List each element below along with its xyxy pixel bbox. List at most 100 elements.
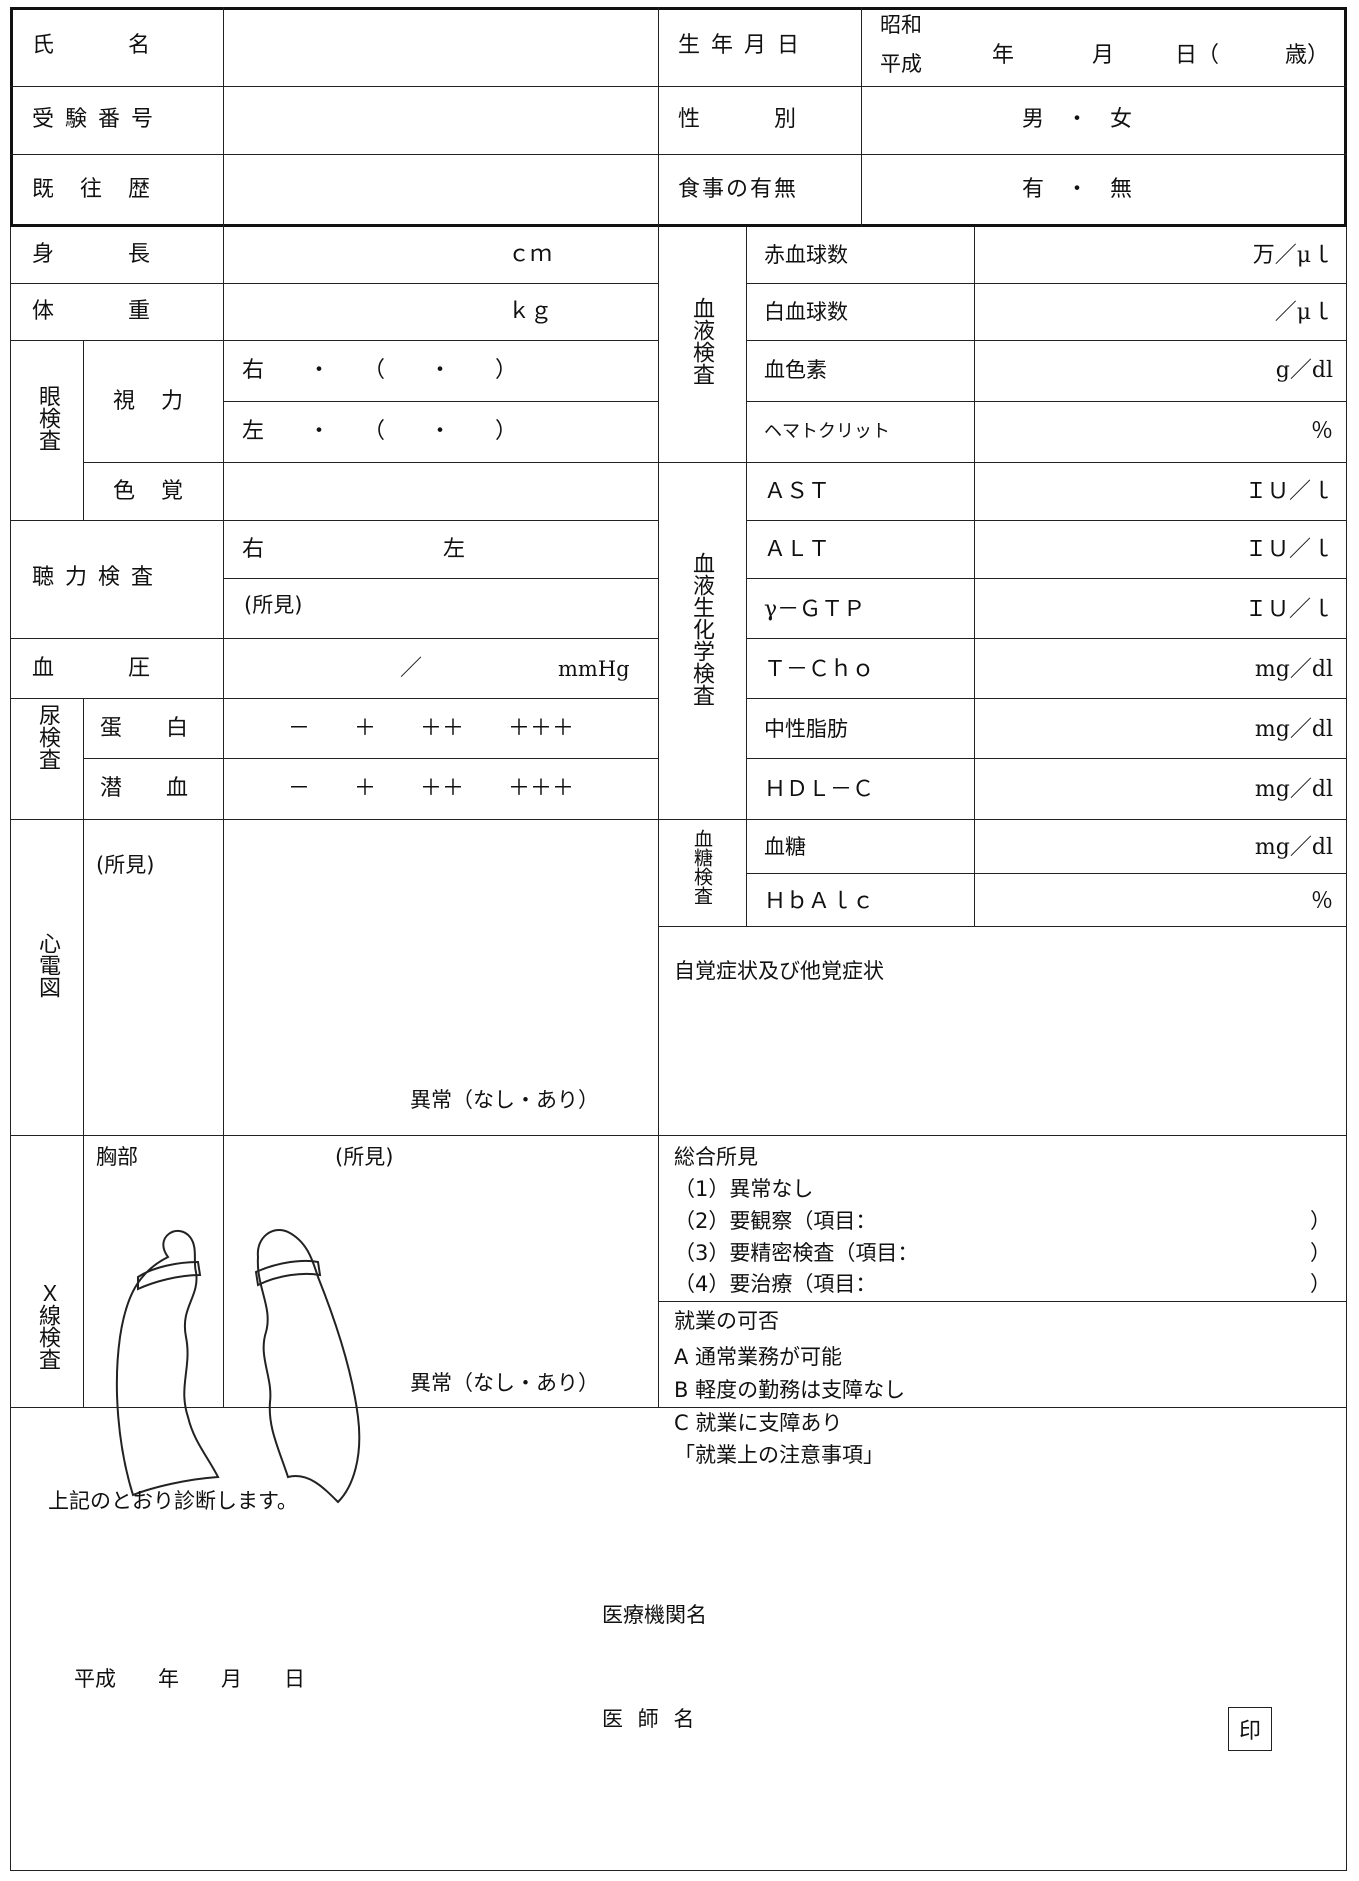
triglyceride-unit: mg／dl (1254, 717, 1333, 742)
protein-label: 蛋 白 (100, 716, 189, 741)
name-label: 氏 名 (32, 33, 153, 58)
hearing-finding: (所見) (244, 593, 303, 617)
color-vision-label: 色 覚 (113, 479, 186, 504)
diagnosis-date[interactable]: 平成 年 月 日 (74, 1667, 305, 1691)
height-label: 身 長 (32, 242, 153, 267)
xray-abnormal[interactable]: 異常（なし・あり） (410, 1371, 599, 1395)
blood-test-group-label: 血液検査 (689, 297, 714, 385)
history-field[interactable] (226, 156, 656, 222)
weight-label: 体 重 (32, 299, 153, 324)
row-line (658, 926, 1347, 927)
right-group-divider (746, 227, 747, 926)
right-unit-divider (974, 227, 975, 926)
overall-item-4[interactable]: （4）要治療（項目： (674, 1272, 877, 1296)
row-line (746, 758, 1347, 759)
overall-item-2[interactable]: （2）要観察（項目： (674, 1209, 877, 1233)
meal-options[interactable]: 有 ・ 無 (1022, 177, 1133, 202)
glucose-unit: mg／dl (1254, 835, 1333, 860)
row-line (83, 462, 658, 463)
dob-year: 年 (992, 43, 1015, 68)
hearing-right: 右 (242, 537, 265, 562)
right-border (1346, 227, 1347, 1871)
ecg-abnormal[interactable]: 異常（なし・あり） (410, 1088, 599, 1112)
vision-label: 視 力 (113, 389, 186, 414)
biochem-group-label: 血液生化学検査 (689, 552, 714, 706)
diagnosis-statement: 上記のとおり診断します。 (48, 1489, 298, 1513)
bp-label: 血 圧 (32, 656, 153, 681)
bp-slash: ／ (400, 656, 423, 681)
rbc-label: 赤血球数 (764, 243, 848, 267)
work-option-b[interactable]: B 軽度の勤務は支障なし (674, 1378, 906, 1402)
history-label: 既 往 歴 (32, 177, 153, 202)
row-line (10, 698, 658, 699)
row-line (658, 1301, 1347, 1302)
occult-blood-label: 潜 血 (100, 776, 189, 801)
top-border (10, 7, 1347, 10)
row-line (10, 819, 1347, 820)
institution-label: 医療機関名 (602, 1603, 707, 1627)
symptoms-field[interactable] (661, 993, 1345, 1133)
row-line (746, 340, 1347, 341)
hemoglobin-label: 血色素 (764, 358, 827, 382)
row-line (10, 1135, 1347, 1136)
center-divider (658, 7, 659, 1407)
hemoglobin-unit: g／dl (1275, 358, 1333, 383)
ast-label: ＡＳＴ (764, 479, 831, 504)
header-right-divider (861, 7, 862, 227)
glucose-label: 血糖 (764, 835, 806, 859)
vision-right[interactable]: 右 ・ （ ・ ） (242, 358, 518, 383)
label-col-divider (223, 7, 224, 1407)
sex-options[interactable]: 男 ・ 女 (1022, 107, 1133, 132)
hearing-label: 聴 力 検 査 (32, 565, 155, 590)
row-line (746, 283, 1347, 284)
height-unit: ｃｍ (508, 242, 553, 267)
sugar-group-label: 血糖検査 (691, 829, 713, 905)
seal-box[interactable]: 印 (1228, 1707, 1272, 1751)
row-line (10, 520, 658, 521)
vision-left[interactable]: 左 ・ （ ・ ） (242, 419, 518, 444)
row-line (746, 638, 1347, 639)
row-line (83, 758, 658, 759)
tcho-label: Ｔ－Ｃｈｏ (764, 657, 875, 682)
alt-label: ＡＬＴ (764, 537, 831, 562)
sex-label: 性 別 (678, 107, 799, 132)
row-line (746, 520, 1347, 521)
overall-item-1[interactable]: （1）異常なし (674, 1177, 814, 1201)
dob-label: 生 年 月 日 (678, 33, 801, 58)
row-line (10, 340, 658, 341)
row-line (746, 578, 1347, 579)
hearing-left: 左 (443, 537, 466, 562)
work-option-c[interactable]: C 就業に支障あり (674, 1411, 843, 1435)
row-line (746, 698, 1347, 699)
overall-item-3[interactable]: （3）要精密検査（項目： (674, 1241, 919, 1265)
row-line (223, 401, 658, 402)
name-field[interactable] (226, 12, 656, 84)
work-option-a[interactable]: A 通常業務が可能 (674, 1345, 843, 1369)
occult-blood-scale[interactable]: － ＋ ＋＋ ＋＋＋ (288, 776, 575, 801)
header-line-1 (10, 86, 1347, 87)
dob-month: 月 (1092, 43, 1115, 68)
hematocrit-unit: ％ (1310, 419, 1333, 444)
hdl-unit: mg／dl (1254, 777, 1333, 802)
tcho-unit: mg／dl (1254, 657, 1333, 682)
work-label: 就業の可否 (674, 1309, 779, 1333)
protein-scale[interactable]: － ＋ ＋＋ ＋＋＋ (288, 716, 575, 741)
left-border (10, 227, 11, 1871)
ecg-finding: (所見) (96, 853, 155, 877)
ecg-label: 心電図 (35, 932, 60, 998)
xray-label: Ｘ線検査 (35, 1282, 60, 1370)
hba1c-label: ＨｂＡｌｃ (764, 889, 875, 914)
eye-sub-divider (83, 340, 84, 520)
hba1c-unit: ％ (1310, 889, 1333, 914)
alt-unit: ＩＵ／ｌ (1244, 537, 1333, 562)
overall-item-2-close: ） (1310, 1209, 1331, 1233)
meal-label: 食事の有無 (678, 177, 799, 202)
era-heisei: 平成 (880, 52, 922, 76)
exam-no-label: 受 験 番 号 (32, 107, 155, 132)
urine-group-label: 尿検査 (35, 704, 60, 770)
row-line (658, 462, 1347, 463)
exam-no-field[interactable] (226, 88, 656, 152)
triglyceride-label: 中性脂肪 (764, 717, 848, 741)
lungs-diagram-icon (115, 1229, 361, 1504)
symptoms-label: 自覚症状及び他覚症状 (674, 959, 884, 983)
